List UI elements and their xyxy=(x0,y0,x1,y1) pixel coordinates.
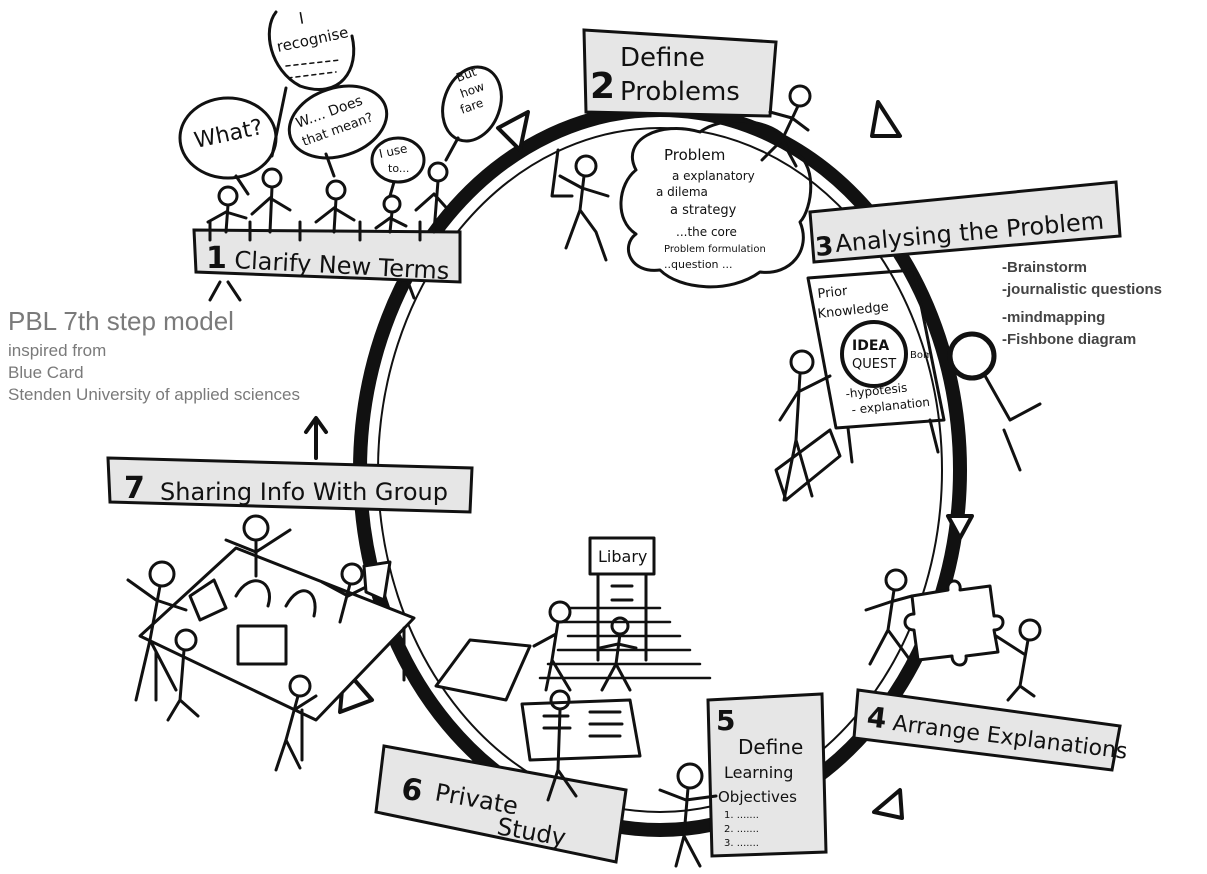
speech-bubble-use: I use to... xyxy=(370,136,426,198)
step-5-figure xyxy=(658,762,718,868)
board-header-2: Knowledge xyxy=(817,300,890,322)
speech-bubble-what: What? xyxy=(178,96,278,196)
analysis-methods: -Brainstorm -journalistic questions -min… xyxy=(1002,259,1162,348)
step-4-number: 4 xyxy=(865,700,888,735)
diagram-title: PBL 7th step model xyxy=(8,306,234,336)
speech-bubble-does: W.... Does that mean? xyxy=(287,84,389,178)
arrowhead-step2-to-3 xyxy=(870,100,902,138)
step-3-figures xyxy=(774,331,1042,502)
step-3-number: 3 xyxy=(814,232,835,263)
bubble-recognise-text-1: I xyxy=(297,8,305,28)
step-1-clarify-terms: 1 Clarify New Terms What? I recognise xyxy=(178,8,503,302)
step-2-label-2: Problems xyxy=(620,77,740,107)
method-mindmapping: -mindmapping xyxy=(1002,309,1105,326)
step-5-list-2: 2. ....... xyxy=(724,824,759,835)
step-5-line-2: Learning xyxy=(724,763,793,782)
board-bom: Bom xyxy=(910,350,933,361)
problem-cloud-line-3: a dilema xyxy=(656,185,708,199)
step-2-define-problems: 2 Define Problems Problem a explanatory … xyxy=(550,28,813,289)
arrowhead-step4-to-5 xyxy=(872,788,904,820)
title-block: PBL 7th step model inspired from Blue Ca… xyxy=(8,306,300,404)
step-3-banner xyxy=(808,180,1122,264)
problem-cloud: Problem a explanatory a dilema a strateg… xyxy=(619,119,813,289)
speech-bubble-but: But how fare xyxy=(441,65,503,162)
bubble-but-text-1: But xyxy=(454,65,478,85)
step-2-number: 2 xyxy=(590,66,615,107)
problem-cloud-line-2: a explanatory xyxy=(672,169,755,183)
step-1-number: 1 xyxy=(206,241,227,276)
step-5-number: 5 xyxy=(716,704,735,737)
step-1-banner xyxy=(192,228,462,284)
problem-cloud-line-6: Problem formulation xyxy=(664,244,766,255)
library: Libary xyxy=(538,536,712,692)
step-5-define-learning-objectives: 5 Define Learning Objectives 1. ....... … xyxy=(658,692,828,868)
step-5-list-3: 3. ....... xyxy=(724,838,759,849)
board-idea-2: QUEST xyxy=(852,357,896,372)
step-5-card xyxy=(706,692,828,858)
arrowhead-step3-to-4 xyxy=(946,514,974,540)
step-7-up-arrow xyxy=(304,416,328,460)
step-6-banner xyxy=(374,744,628,864)
step-7-banner xyxy=(106,456,474,514)
arrowhead-step1-to-2 xyxy=(496,110,530,152)
title-line-2: Blue Card xyxy=(8,363,84,382)
library-sign: Libary xyxy=(598,547,647,566)
method-brainstorm: -Brainstorm xyxy=(1002,259,1087,276)
prior-knowledge-board: Prior Knowledge IDEA QUEST Bom -hypotesi… xyxy=(806,268,946,464)
step-7-sharing-info: 7 Sharing Info With Group xyxy=(106,416,474,772)
board-idea-1: IDEA xyxy=(852,338,889,354)
problem-cloud-line-1: Problem xyxy=(664,146,725,164)
step-4-puzzle xyxy=(864,568,1042,702)
step-2-banner xyxy=(582,28,778,118)
bubble-what-text: What? xyxy=(192,115,265,154)
step-2-label-1: Define xyxy=(620,43,705,73)
method-journalistic: -journalistic questions xyxy=(1002,281,1162,298)
board-header-1: Prior xyxy=(817,284,849,302)
step-1-figures xyxy=(206,161,454,302)
step-5-list-1: 1. ....... xyxy=(724,810,759,821)
step-7-number: 7 xyxy=(124,471,145,506)
step-7-table-scene xyxy=(126,514,416,772)
step-5-line-3: Objectives xyxy=(718,788,797,806)
step-5-line-1: Define xyxy=(738,735,803,759)
title-line-3: Stenden University of applied sciences xyxy=(8,385,300,404)
problem-cloud-line-4: a strategy xyxy=(670,203,737,218)
step-2-figures xyxy=(550,84,812,262)
step-6-private-study: 6 Private Study Libary xyxy=(374,536,712,864)
step-4-banner xyxy=(852,688,1122,772)
bubble-recognise-text-2: recognise xyxy=(275,23,350,56)
title-line-1: inspired from xyxy=(8,341,106,360)
bubble-use-text-2: to... xyxy=(388,162,409,175)
step-3-analysing-problem: 3 Analysing the Problem -Brainstorm -jou… xyxy=(774,180,1162,502)
step-6-figures xyxy=(434,600,642,802)
problem-cloud-line-7: ..question ... xyxy=(664,258,733,271)
board-hyp-1: -hypotesis xyxy=(845,381,908,401)
method-fishbone: -Fishbone diagram xyxy=(1002,331,1136,348)
step-7-label: Sharing Info With Group xyxy=(160,478,448,506)
bubble-use-text-1: I use xyxy=(378,141,409,161)
problem-cloud-line-5: ...the core xyxy=(676,225,737,239)
